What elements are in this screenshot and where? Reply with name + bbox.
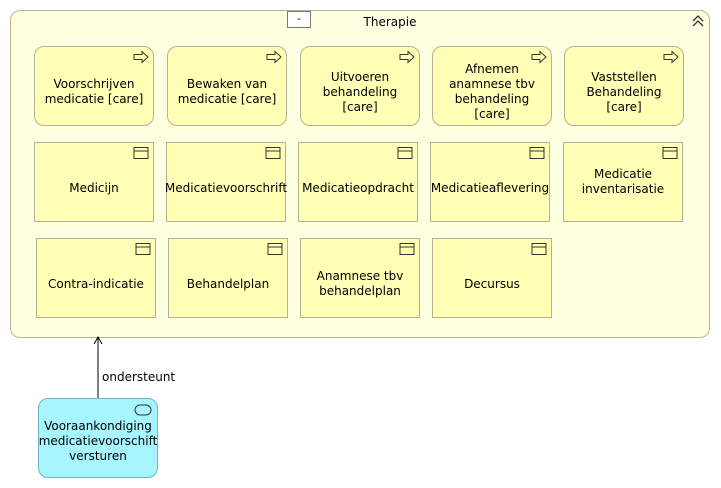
process-node[interactable]: Voorschrijven medicatie [care] <box>34 46 154 126</box>
process-arrow-icon <box>531 50 547 64</box>
data-object-icon <box>662 147 678 159</box>
node-label: Vaststellen Behandeling [care] <box>586 69 662 114</box>
node-label: Medicijn <box>69 180 119 195</box>
relation-arrow[interactable] <box>90 334 110 400</box>
data-object-node[interactable]: Medicatieopdracht <box>298 142 418 222</box>
data-object-icon <box>399 243 415 255</box>
node-label: Medicatieaflevering <box>430 180 550 195</box>
process-node[interactable]: Vaststellen Behandeling [care] <box>564 46 684 126</box>
data-object-node[interactable]: Anamnese tbv behandelplan <box>300 238 420 318</box>
node-label: Voorschrijven medicatie [care] <box>44 77 144 106</box>
node-label: Uitvoeren behandeling [care] <box>322 69 398 114</box>
node-label: Afnemen anamnese tbv behandeling [care] <box>449 62 535 121</box>
node-label: Bewaken van medicatie [care] <box>177 77 277 106</box>
node-label: Medicatie inventarisatie <box>581 167 665 196</box>
relation-label: ondersteunt <box>102 370 176 384</box>
process-node[interactable]: Afnemen anamnese tbv behandeling [care] <box>432 46 552 126</box>
data-object-icon <box>133 147 149 159</box>
data-object-node[interactable]: Contra-indicatie <box>36 238 156 318</box>
node-label: Vooraankondiging medicatievoorschift ver… <box>38 418 158 463</box>
node-label: Anamnese tbv behandelplan <box>316 269 404 298</box>
node-label: Medicatieopdracht <box>302 180 414 195</box>
chevron-up-icon[interactable] <box>690 13 706 29</box>
data-object-icon <box>135 243 151 255</box>
data-object-node[interactable]: Medicijn <box>34 142 154 222</box>
process-node[interactable]: Uitvoeren behandeling [care] <box>300 46 420 126</box>
service-node[interactable]: Vooraankondiging medicatievoorschift ver… <box>38 398 158 478</box>
data-object-node[interactable]: Medicatieaflevering <box>430 142 550 222</box>
data-object-icon <box>265 147 281 159</box>
process-arrow-icon <box>399 50 415 64</box>
node-label: Contra-indicatie <box>48 276 144 291</box>
collapse-button[interactable]: - <box>287 11 311 28</box>
data-object-node[interactable]: Decursus <box>432 238 552 318</box>
process-arrow-icon <box>133 50 149 64</box>
data-object-node[interactable]: Medicatie inventarisatie <box>563 142 683 222</box>
node-label: Medicatievoorschrift <box>164 180 288 195</box>
process-node[interactable]: Bewaken van medicatie [care] <box>167 46 287 126</box>
process-arrow-icon <box>266 50 282 64</box>
node-label: Decursus <box>464 276 520 291</box>
node-label: Behandelplan <box>186 276 270 291</box>
data-object-icon <box>529 147 545 159</box>
data-object-node[interactable]: Behandelplan <box>168 238 288 318</box>
group-title: Therapie <box>363 15 417 29</box>
data-object-icon <box>397 147 413 159</box>
service-icon <box>134 404 152 416</box>
data-object-icon <box>531 243 547 255</box>
data-object-node[interactable]: Medicatievoorschrift <box>164 142 288 222</box>
data-object-icon <box>267 243 283 255</box>
process-arrow-icon <box>663 50 679 64</box>
